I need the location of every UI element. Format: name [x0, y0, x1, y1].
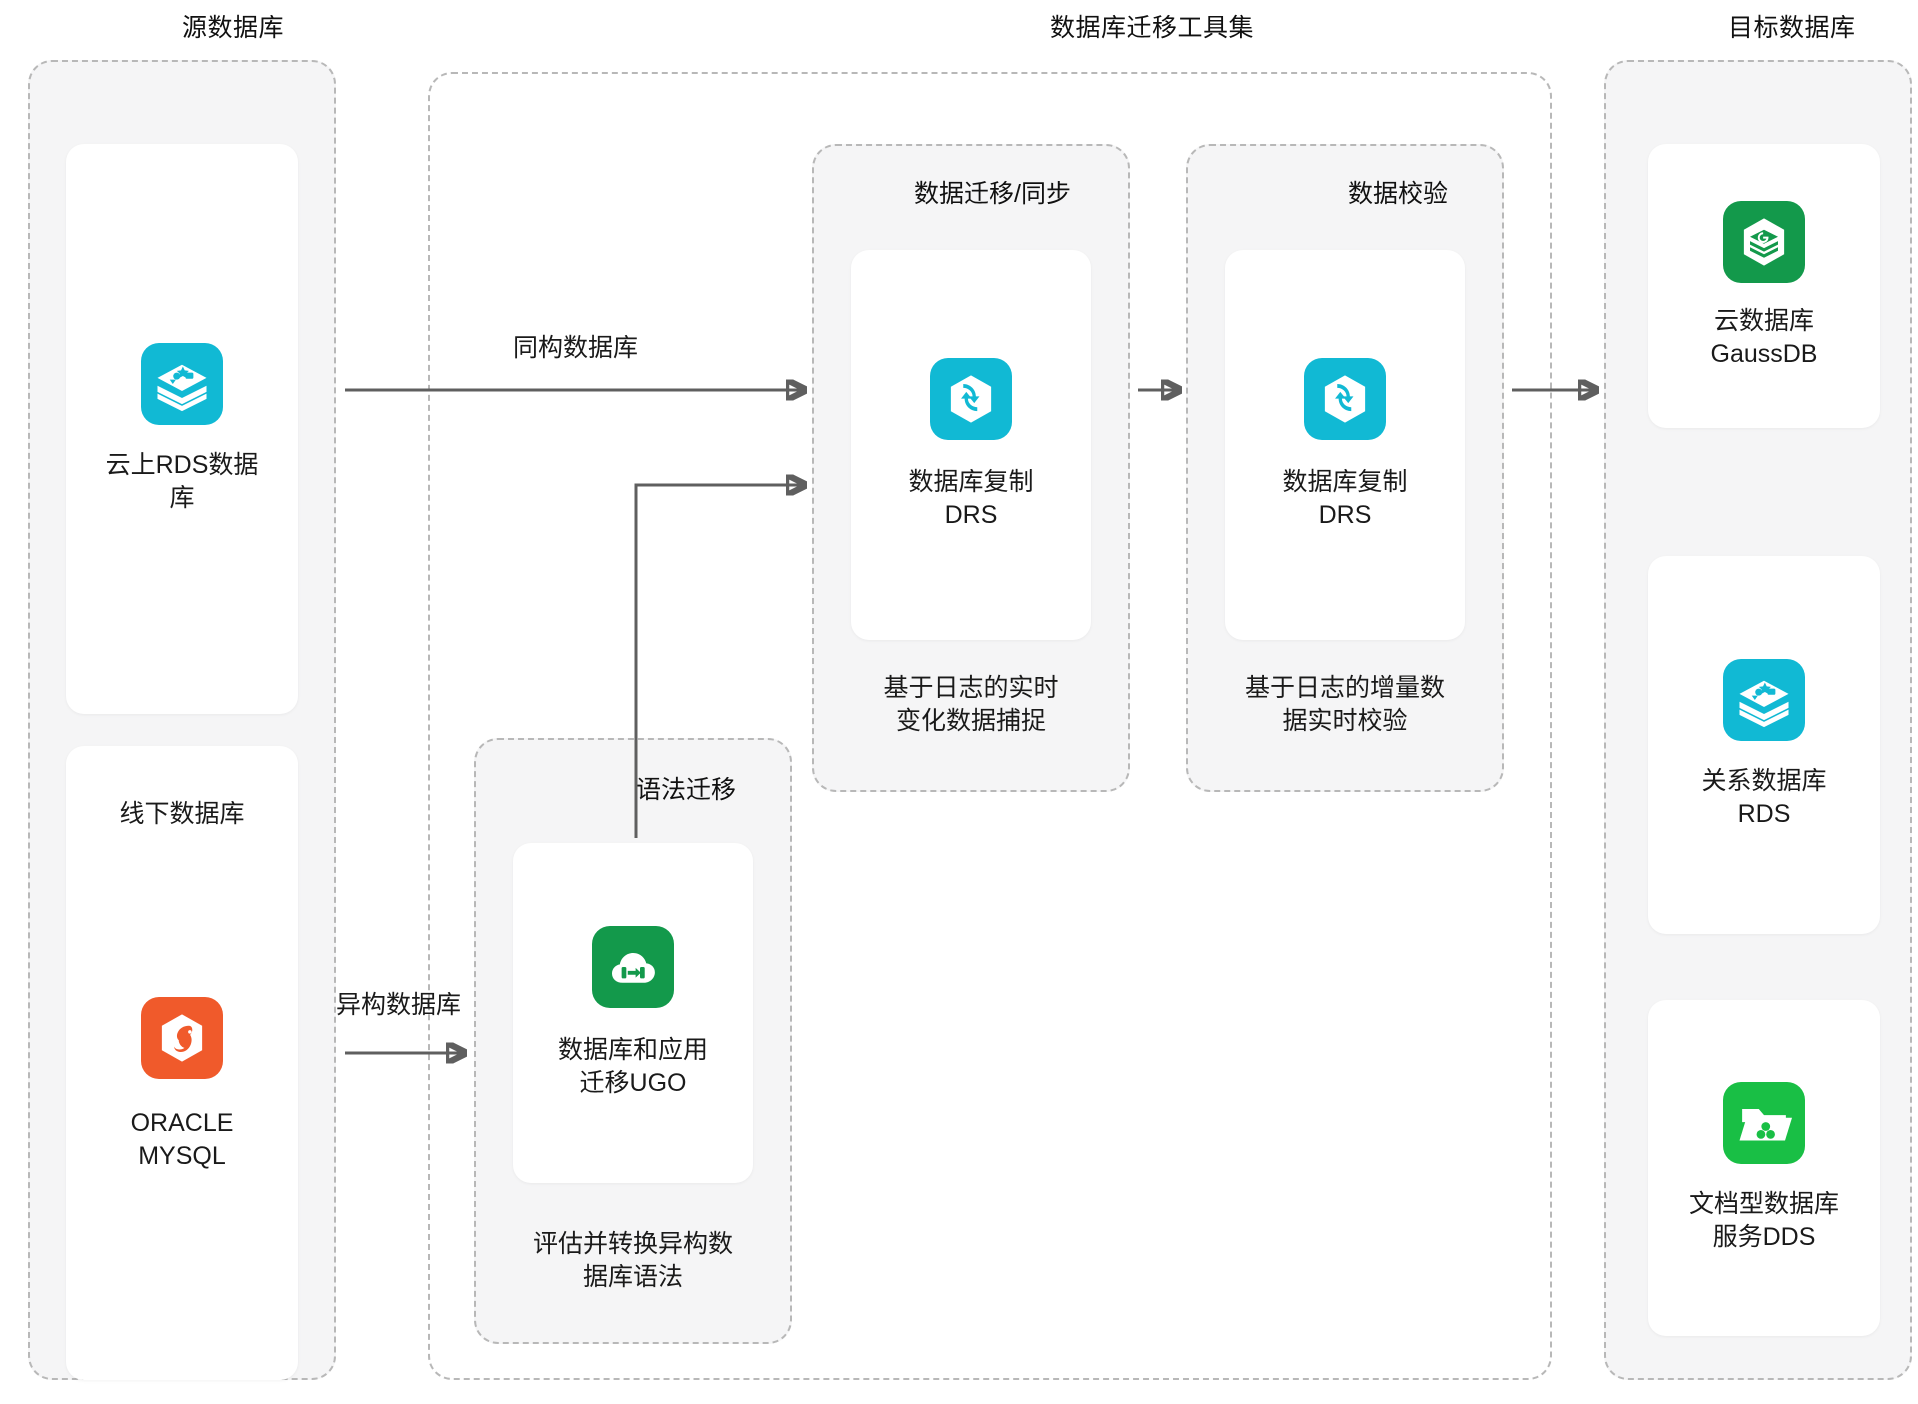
ugo-cloud-migration-icon [592, 925, 674, 1008]
gaussdb-icon [1723, 200, 1805, 283]
card-drs-migration[interactable]: 数据库复制 DRS [851, 250, 1091, 640]
group-title-source: 源数据库 [182, 14, 285, 42]
drs-replication-icon [930, 357, 1012, 440]
drs-replication-icon [1304, 357, 1386, 440]
group-title-target: 目标数据库 [1728, 14, 1856, 42]
card-gaussdb-label: 云数据库 GaussDB [1710, 306, 1818, 368]
data-verification-panel-title: 数据校验 [1348, 180, 1449, 208]
edge-label-heterogeneous: 异构数据库 [336, 991, 462, 1019]
syntax-migration-panel-title: 语法迁移 [636, 776, 737, 804]
rds-database-icon [1723, 658, 1805, 741]
card-drs-migration-label: 数据库复制 DRS [908, 467, 1034, 529]
edge-label-homogeneous: 同构数据库 [513, 334, 639, 362]
migration-tools-group [428, 72, 1552, 1380]
data-migration-panel-title: 数据迁移/同步 [914, 180, 1071, 208]
card-target-dds-label: 文档型数据库 服务DDS [1688, 1189, 1839, 1251]
dds-document-icon [1723, 1081, 1805, 1164]
card-gaussdb[interactable]: 云数据库 GaussDB [1648, 144, 1880, 428]
data-migration-caption: 基于日志的实时 变化数据捕捉 [883, 674, 1059, 736]
card-offline-db-label: ORACLE MYSQL [130, 1108, 234, 1170]
card-offline-db[interactable]: 线下数据库 ORACLE MYSQL [66, 746, 298, 1380]
group-title-tools: 数据库迁移工具集 [1050, 14, 1255, 42]
oracle-mysql-icon [141, 996, 223, 1079]
rds-database-icon [141, 342, 223, 425]
card-drs-verify-label: 数据库复制 DRS [1282, 467, 1408, 529]
connector-ugo-to-drs [634, 485, 805, 838]
card-target-rds-label: 关系数据库 RDS [1701, 766, 1827, 828]
card-ugo-label: 数据库和应用 迁移UGO [557, 1035, 708, 1097]
offline-db-title: 线下数据库 [119, 800, 245, 828]
data-verification-caption: 基于日志的增量数 据实时校验 [1244, 674, 1445, 736]
card-cloud-rds[interactable]: 云上RDS数据 库 [66, 144, 298, 714]
card-cloud-rds-label: 云上RDS数据 库 [105, 450, 259, 512]
card-drs-verify[interactable]: 数据库复制 DRS [1225, 250, 1465, 640]
card-ugo[interactable]: 数据库和应用 迁移UGO [513, 843, 753, 1183]
syntax-migration-caption: 评估并转换异构数 据库语法 [532, 1230, 733, 1292]
card-target-dds[interactable]: 文档型数据库 服务DDS [1648, 1000, 1880, 1336]
card-target-rds[interactable]: 关系数据库 RDS [1648, 556, 1880, 934]
